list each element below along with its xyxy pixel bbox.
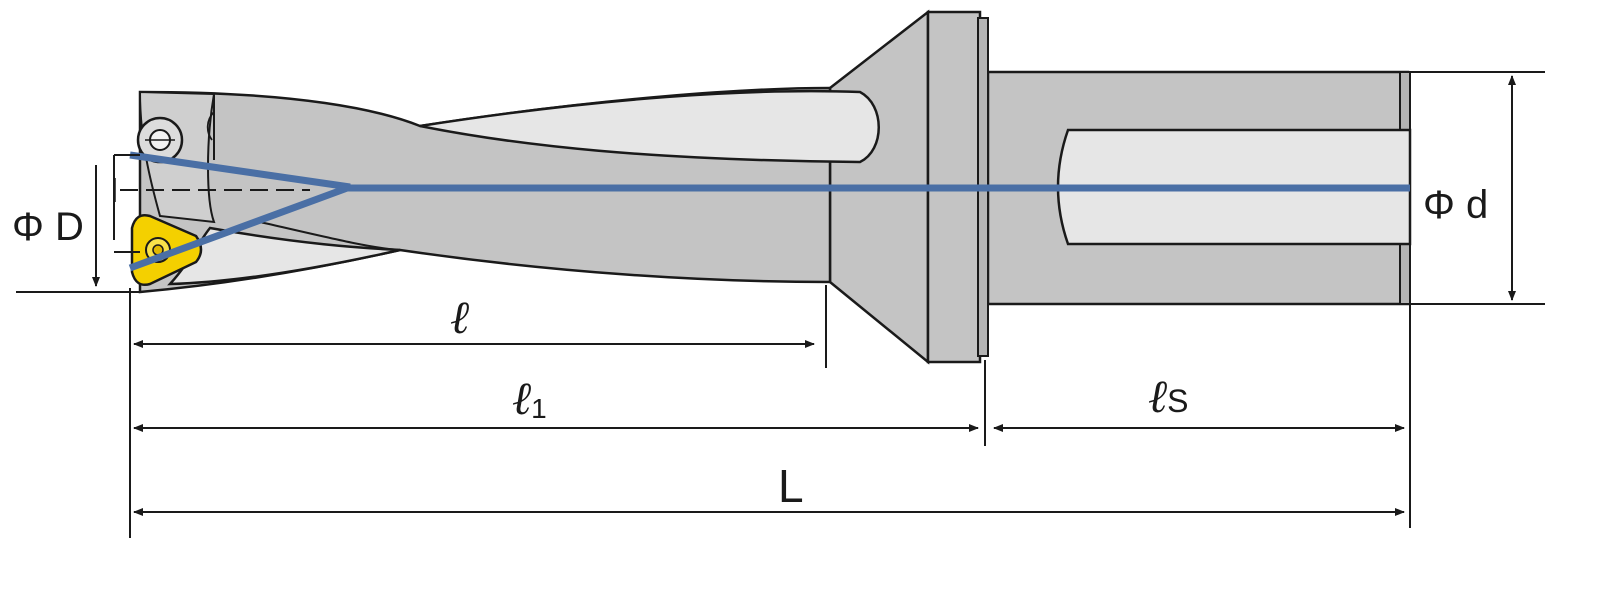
coolant-channel	[128, 151, 1410, 272]
flute-length-label: ℓ	[450, 290, 470, 344]
shank-length-subscript: S	[1167, 383, 1188, 419]
dimension-lines	[92, 75, 1516, 516]
shank-diameter-label: Φ d	[1423, 183, 1488, 227]
head-diameter-label: Φ D	[12, 205, 84, 249]
lower-insert	[130, 214, 203, 286]
shank-length-label: ℓS	[1148, 369, 1189, 423]
body-length-subscript: 1	[531, 393, 547, 424]
overall-length-label: L	[778, 460, 804, 512]
shank-length-symbol: ℓ	[1148, 369, 1168, 423]
extension-lines	[16, 71, 1545, 538]
body-length-label: ℓ1	[512, 371, 547, 425]
body-length-symbol: ℓ	[512, 371, 532, 425]
